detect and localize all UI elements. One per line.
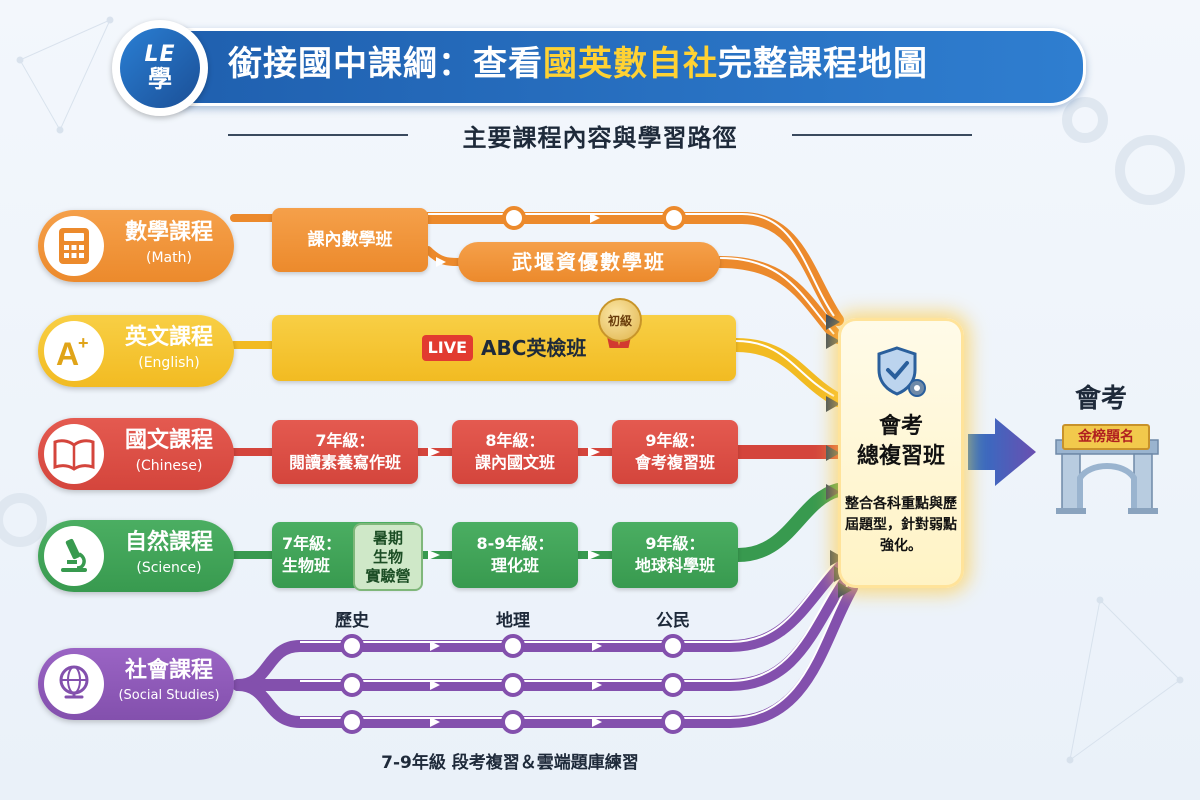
calculator-icon bbox=[44, 216, 104, 276]
subtitle-line-right bbox=[792, 134, 972, 136]
live-badge: LIVE bbox=[421, 335, 474, 361]
chinese-grade9[interactable]: 9年級： 會考複習班 bbox=[612, 420, 738, 484]
goal-arrow bbox=[968, 418, 1036, 486]
gate-icon bbox=[1055, 439, 1159, 514]
science-grade9[interactable]: 9年級： 地球科學班 bbox=[612, 522, 738, 588]
logo-bottom-text: 學 bbox=[148, 65, 172, 93]
final-title: 會考 總複習班 bbox=[838, 412, 964, 472]
microscope-icon bbox=[44, 526, 104, 586]
step-name: 會考複習班 bbox=[634, 453, 715, 472]
course-pill-chinese[interactable]: 國文課程 (Chinese) bbox=[38, 418, 234, 490]
step-grade: 9年級： bbox=[645, 534, 705, 553]
subtitle: 主要課程內容與學習路徑 bbox=[462, 124, 738, 152]
step-name: 閱讀素養寫作班 bbox=[288, 453, 401, 472]
course-name: 國文課程 bbox=[124, 428, 213, 453]
camp-line: 實驗營 bbox=[365, 566, 411, 585]
math-class-regular[interactable]: 課內數學班 bbox=[272, 208, 428, 272]
course-en: (Social Studies) bbox=[118, 688, 220, 703]
level-badge: 初級 bbox=[598, 298, 642, 342]
course-name: 社會課程 bbox=[124, 658, 213, 683]
class-name: ABC英檢班 bbox=[481, 336, 587, 360]
logo: LE 學 bbox=[112, 20, 208, 116]
step-name: 理化班 bbox=[490, 556, 539, 575]
globe-icon bbox=[44, 654, 104, 714]
final-title-line1: 會考 bbox=[878, 414, 923, 439]
course-pill-social[interactable]: 社會課程 (Social Studies) bbox=[38, 648, 234, 720]
course-en: (Science) bbox=[136, 560, 202, 576]
title-prefix: 銜接國中課綱：查看 bbox=[228, 44, 543, 84]
subject-civics: 公民 bbox=[656, 611, 690, 631]
book-icon bbox=[44, 424, 104, 484]
math-class-gifted[interactable]: 武堰資優數學班 bbox=[458, 242, 720, 282]
course-name: 英文課程 bbox=[124, 325, 213, 350]
course-pill-math[interactable]: 數學課程 (Math) bbox=[38, 210, 234, 282]
subtitle-line-left bbox=[228, 134, 408, 136]
course-en: (English) bbox=[138, 355, 200, 371]
camp-line: 暑期 bbox=[372, 528, 403, 547]
chinese-grade8[interactable]: 8年級： 課內國文班 bbox=[452, 420, 578, 484]
subject-history: 歷史 bbox=[335, 611, 369, 631]
svg-text:A: A bbox=[56, 336, 79, 371]
course-en: (Chinese) bbox=[135, 458, 203, 474]
step-grade: 8年級： bbox=[485, 431, 545, 450]
svg-text:+: + bbox=[78, 333, 89, 353]
a-plus-icon: A+ bbox=[44, 321, 104, 381]
shield-check-gear-icon bbox=[877, 346, 926, 397]
course-en: (Math) bbox=[146, 250, 192, 266]
step-name: 課內國文班 bbox=[474, 453, 555, 472]
final-review-box[interactable]: 會考 總複習班 整合各科重點與歷屆題型，針對弱點強化。 bbox=[838, 318, 964, 588]
step-grade: 8-9年級： bbox=[476, 534, 554, 553]
step-name: 生物班 bbox=[282, 556, 331, 575]
final-title-line2: 總複習班 bbox=[856, 444, 945, 469]
subject-geography: 地理 bbox=[496, 611, 530, 631]
step-grade: 7年級： bbox=[315, 431, 375, 450]
step-label: 課內數學班 bbox=[307, 230, 393, 250]
goal-label: 會考 bbox=[1074, 384, 1127, 414]
camp-line: 生物 bbox=[372, 547, 403, 566]
title-highlight: 國英數自社 bbox=[543, 44, 718, 84]
title-suffix: 完整課程地圖 bbox=[718, 44, 928, 84]
logo-top-text: LE bbox=[144, 42, 176, 67]
step-label: 武堰資優數學班 bbox=[512, 250, 666, 274]
chinese-grade7[interactable]: 7年級： 閱讀素養寫作班 bbox=[272, 420, 418, 484]
final-description: 整合各科重點與歷屆題型，針對弱點強化。 bbox=[845, 496, 957, 554]
course-pill-science[interactable]: 自然課程 (Science) bbox=[38, 520, 234, 592]
step-name: 地球科學班 bbox=[634, 556, 715, 575]
step-grade: 9年級： bbox=[645, 431, 705, 450]
course-name: 自然課程 bbox=[124, 530, 213, 555]
page-title: 銜接國中課綱：查看國英數自社完整課程地圖 bbox=[228, 38, 928, 90]
english-class-abc[interactable]: LIVE ABC英檢班 bbox=[272, 315, 736, 381]
science-grade8-9[interactable]: 8-9年級： 理化班 bbox=[452, 522, 578, 588]
course-pill-english[interactable]: A+ 英文課程 (English) bbox=[38, 315, 234, 387]
goal-plaque: 金榜題名 bbox=[1062, 424, 1150, 450]
course-name: 數學課程 bbox=[124, 220, 213, 245]
summer-camp-box[interactable]: 暑期 生物 實驗營 bbox=[353, 523, 423, 591]
social-note: 7-9年級 段考複習＆雲端題庫練習 bbox=[381, 753, 639, 773]
step-grade: 7年級： bbox=[282, 534, 342, 553]
